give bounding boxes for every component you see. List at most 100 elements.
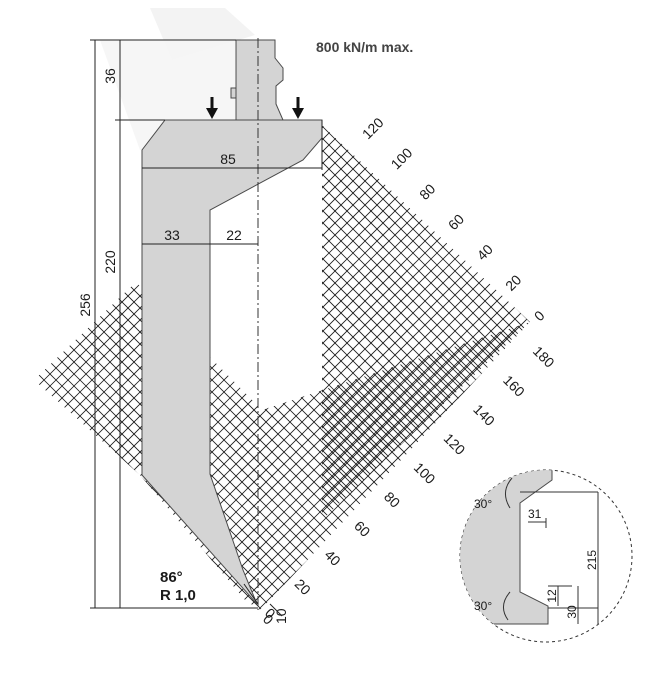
grid-line <box>34 282 45 610</box>
grid-line <box>570 110 662 540</box>
grid-line <box>0 110 52 540</box>
tang-notch <box>230 87 237 99</box>
grid-line <box>0 260 20 620</box>
scale-tick-label: 0 <box>531 307 548 324</box>
grid-line <box>606 110 662 540</box>
grid-line <box>34 282 129 610</box>
grid-line <box>630 110 662 540</box>
grid-line <box>0 110 124 540</box>
grid-line <box>322 125 530 520</box>
dim-width-front: 22 <box>226 227 242 243</box>
dim-width-back: 33 <box>164 227 180 243</box>
grid-line <box>34 282 69 610</box>
grid-line <box>0 110 160 540</box>
grid-line <box>582 110 662 540</box>
grid-line <box>582 110 662 540</box>
grid-line <box>34 282 153 610</box>
tool-body <box>141 119 323 605</box>
grid-line <box>644 260 662 620</box>
tip-radius: R 1,0 <box>160 587 196 604</box>
down-arrow-icon <box>206 97 218 119</box>
grid-line <box>353 125 530 520</box>
grid-line <box>0 110 52 540</box>
dim-width-shoulder: 85 <box>220 151 236 167</box>
grid-line <box>34 282 45 610</box>
grid-line <box>322 125 437 520</box>
grid-line <box>0 110 160 540</box>
grid-line <box>365 125 530 520</box>
grid-line <box>34 282 81 610</box>
grid-line <box>322 125 530 520</box>
grid-line <box>654 110 662 540</box>
grid-line <box>0 110 124 540</box>
grid-line <box>594 110 662 540</box>
grid-line <box>34 282 129 610</box>
scale-tick-label: 100 <box>411 459 439 487</box>
grid-line <box>632 260 662 620</box>
grid-line <box>0 110 76 540</box>
grid-line <box>0 110 136 540</box>
load-arrows <box>206 97 304 119</box>
scale-tick-label: 100 <box>388 144 416 172</box>
grid-line <box>0 110 100 540</box>
scale-tick-label: 80 <box>416 180 438 202</box>
grid-line <box>618 110 662 540</box>
grid-line <box>642 110 662 540</box>
grid-line <box>322 125 449 520</box>
scale-tick-label: 40 <box>321 547 343 569</box>
scale-tick-label: 80 <box>381 488 403 510</box>
grid-line <box>34 282 57 610</box>
grid-line <box>322 125 530 520</box>
grid-line <box>632 260 662 620</box>
scale-tick-label: 20 <box>502 271 524 293</box>
grid-line <box>644 260 662 620</box>
scale-tick-label: 140 <box>470 401 498 429</box>
grid-line <box>235 282 530 610</box>
scale-tick-label: 20 <box>292 576 314 598</box>
grid-line <box>630 110 662 540</box>
grid-line <box>34 282 69 610</box>
grid-line <box>656 260 662 620</box>
grid-line <box>322 125 530 520</box>
grid-line <box>34 282 249 610</box>
detail-dim-215: 215 <box>585 550 599 570</box>
max-load-label: 800 kN/m max. <box>316 39 413 55</box>
detail-callout: 30° 30° 31 215 12 30 <box>459 469 633 643</box>
grid-line <box>322 125 530 520</box>
grid-line <box>0 110 88 540</box>
grid-line <box>341 125 530 520</box>
grid-line <box>34 282 57 610</box>
grid-line <box>34 282 261 610</box>
grid-line <box>341 125 530 520</box>
grid-line <box>0 260 32 620</box>
grid-line <box>322 125 530 520</box>
grid-line <box>642 110 662 540</box>
grid-line <box>34 282 81 610</box>
grid-line <box>322 125 530 520</box>
grid-line <box>322 125 530 520</box>
grid-line <box>0 110 100 540</box>
grid-line <box>0 110 40 540</box>
grid-line <box>0 110 88 540</box>
grid-line <box>0 110 64 540</box>
grid-line <box>322 125 530 520</box>
scale-tick-label: 60 <box>351 518 373 540</box>
grid-line <box>34 282 117 610</box>
grid-line <box>34 282 141 610</box>
grid-line <box>594 110 662 540</box>
grid-line <box>322 125 530 520</box>
scale-tick-label: 60 <box>445 211 467 233</box>
grid-line <box>322 125 413 520</box>
grid-line <box>322 125 530 520</box>
grid-line <box>322 125 530 520</box>
grid-line <box>353 125 530 520</box>
grid-line <box>322 125 530 520</box>
detail-dim-30: 30 <box>565 605 579 619</box>
grid-line <box>0 110 76 540</box>
grid-line <box>570 110 662 540</box>
grid-line <box>0 110 64 540</box>
grid-line <box>322 125 425 520</box>
grid-line <box>0 110 148 540</box>
